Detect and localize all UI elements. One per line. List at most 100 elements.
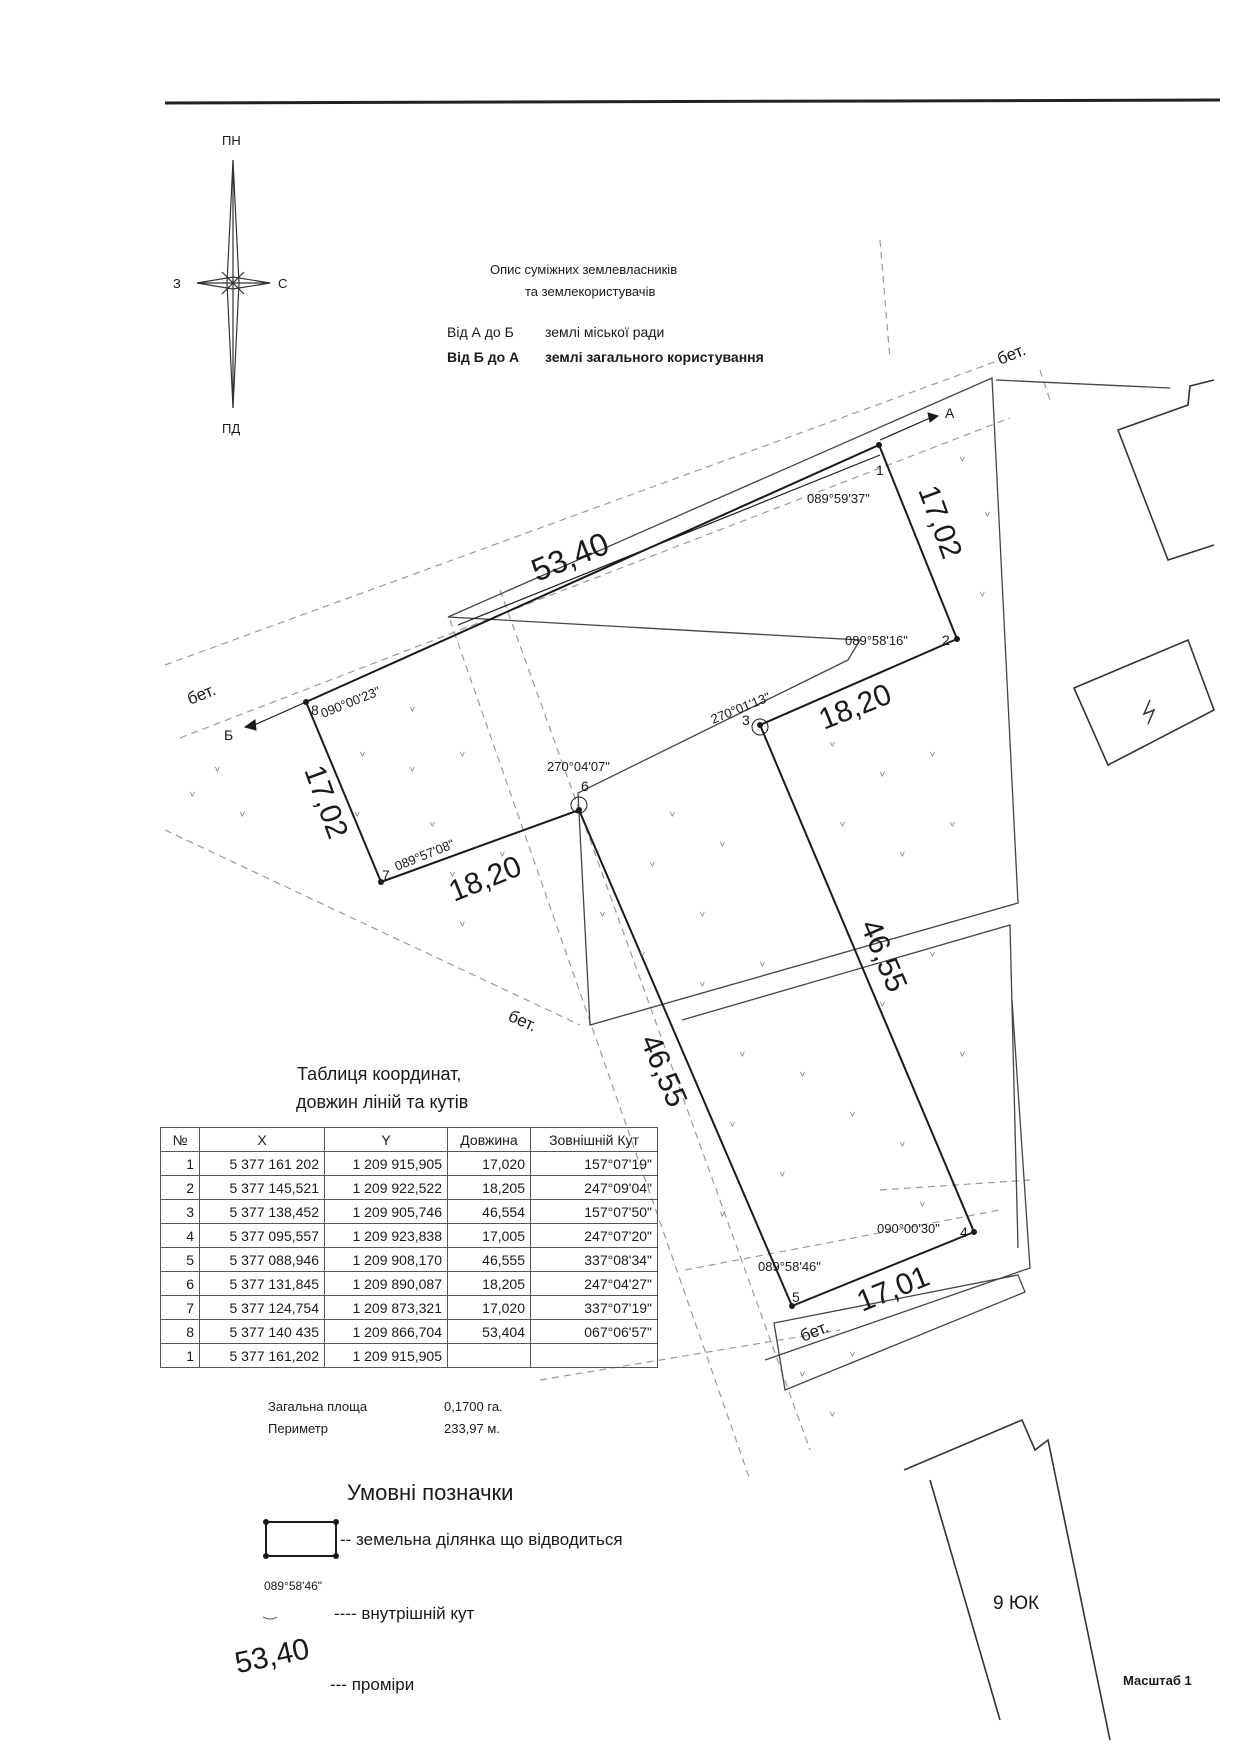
- cell: 247°09'04": [530, 1175, 658, 1200]
- cell: 337°08'34": [530, 1247, 658, 1272]
- angle-label: 090°00'30": [877, 1221, 940, 1236]
- compass-west: З: [173, 276, 181, 291]
- svg-text:ⱽ: ⱽ: [850, 1351, 855, 1363]
- point-number: 7: [382, 867, 390, 883]
- svg-text:ⱽ: ⱽ: [780, 1171, 785, 1183]
- svg-text:ⱽ: ⱽ: [700, 911, 705, 923]
- svg-text:ⱽ: ⱽ: [600, 911, 605, 923]
- svg-text:ⱽ: ⱽ: [460, 751, 465, 763]
- col-header: Довжина: [447, 1127, 531, 1152]
- svg-text:ⱽ: ⱽ: [900, 851, 905, 863]
- svg-text:ⱽ: ⱽ: [830, 741, 835, 753]
- vertex-markers: [570, 718, 769, 814]
- dimension-label: 18,20: [444, 850, 526, 909]
- cell: 4: [160, 1223, 200, 1248]
- angle-label: 090°00'23": [319, 683, 383, 721]
- svg-text:ⱽ: ⱽ: [930, 751, 935, 763]
- compass-rose-icon: [196, 159, 271, 409]
- cell: 46,554: [447, 1199, 531, 1224]
- cell: 17,020: [447, 1151, 531, 1176]
- cell: 1 209 923,838: [324, 1223, 448, 1248]
- table-row: 7 5 377 124,754 1 209 873,321 17,020 337…: [160, 1295, 658, 1320]
- cell: 337°07'19": [530, 1295, 658, 1320]
- svg-text:ⱽ: ⱽ: [985, 511, 990, 523]
- perimeter-label: Периметр: [268, 1421, 328, 1436]
- point-arrows: [243, 412, 940, 731]
- table-row: 5 5 377 088,946 1 209 908,170 46,555 337…: [160, 1247, 658, 1272]
- adjacent-title-2: та землекористувачів: [525, 284, 655, 299]
- svg-text:ⱽ: ⱽ: [240, 811, 245, 823]
- cell: 1: [160, 1343, 200, 1368]
- cell: 5: [160, 1247, 200, 1272]
- svg-text:ⱽ: ⱽ: [920, 1201, 925, 1213]
- svg-text:ⱽ: ⱽ: [215, 766, 220, 778]
- cell: 17,020: [447, 1295, 531, 1320]
- cell: [447, 1343, 531, 1368]
- table-header-row: № X Y Довжина Зовнішній Кут: [160, 1127, 658, 1152]
- cell: 5 377 140 435: [199, 1319, 325, 1344]
- cell: 46,555: [447, 1247, 531, 1272]
- point-b-label: Б: [224, 727, 233, 743]
- point-number: 5: [792, 1289, 800, 1305]
- cell: 247°04'27": [530, 1271, 658, 1296]
- svg-text:ⱽ: ⱽ: [500, 851, 505, 863]
- perimeter-value: 233,97 м.: [444, 1421, 500, 1436]
- svg-text:ⱽ: ⱽ: [880, 1001, 885, 1013]
- cell: 067°06'57": [530, 1319, 658, 1344]
- svg-text:ⱽ: ⱽ: [730, 1121, 735, 1133]
- svg-text:ⱽ: ⱽ: [700, 981, 705, 993]
- adjacent-title-1: Опис суміжних землевласників: [490, 262, 677, 277]
- svg-text:ⱽ: ⱽ: [800, 1371, 805, 1383]
- col-header: Зовнішній Кут: [530, 1127, 658, 1152]
- svg-text:ⱽ: ⱽ: [870, 931, 875, 943]
- dimension-label: 17,02: [911, 481, 968, 563]
- svg-text:ⱽ: ⱽ: [930, 951, 935, 963]
- cell: 5 377 124,754: [199, 1295, 325, 1320]
- svg-text:ⱽ: ⱽ: [670, 811, 675, 823]
- neighbour-buildings: [903, 379, 1215, 1741]
- svg-text:ⱽ: ⱽ: [460, 921, 465, 933]
- dimension-label: 18,20: [814, 678, 896, 737]
- svg-text:ⱽ: ⱽ: [410, 706, 415, 718]
- parcel-vertices: [303, 442, 977, 1309]
- cell: 1 209 908,170: [324, 1247, 448, 1272]
- cell: 18,205: [447, 1175, 531, 1200]
- scale-label: Масштаб 1: [1123, 1673, 1192, 1688]
- compass-east: С: [278, 276, 287, 291]
- legend-parcel-vertices: [263, 1519, 339, 1559]
- angle-label: 270°01'13": [709, 689, 773, 727]
- cell: 17,005: [447, 1223, 531, 1248]
- cell: 5 377 145,521: [199, 1175, 325, 1200]
- cell: 1 209 873,321: [324, 1295, 448, 1320]
- cell: 1 209 866,704: [324, 1319, 448, 1344]
- svg-text:ⱽ: ⱽ: [830, 1411, 835, 1423]
- adjacent-row2-desc: землі загального користування: [545, 349, 764, 365]
- adjacent-row1-from: Від А до Б: [447, 324, 514, 340]
- svg-text:ⱽ: ⱽ: [850, 1111, 855, 1123]
- point-number: 2: [942, 632, 950, 648]
- legend-angle-sample: 089°58'46": [264, 1579, 323, 1593]
- cell: 157°07'19": [530, 1151, 658, 1176]
- col-header: Y: [324, 1127, 448, 1152]
- point-number: 6: [581, 778, 589, 794]
- col-header: X: [199, 1127, 325, 1152]
- angle-label: 089°58'46": [758, 1259, 821, 1274]
- point-a-label: А: [945, 405, 955, 421]
- svg-text:ⱽ: ⱽ: [355, 811, 360, 823]
- cell: 5 377 095,557: [199, 1223, 325, 1248]
- table-row: 1 5 377 161,202 1 209 915,905: [160, 1343, 658, 1368]
- table-row: 3 5 377 138,452 1 209 905,746 46,554 157…: [160, 1199, 658, 1224]
- cell: 1 209 905,746: [324, 1199, 448, 1224]
- cell: 5 377 138,452: [199, 1199, 325, 1224]
- road-label-2: бет.: [184, 680, 218, 709]
- svg-text:ⱽ: ⱽ: [950, 821, 955, 833]
- svg-text:ⱽ: ⱽ: [900, 1141, 905, 1153]
- cell: 1: [160, 1151, 200, 1176]
- svg-text:ⱽ: ⱽ: [960, 1051, 965, 1063]
- dimension-label: 46,55: [634, 1030, 694, 1112]
- cell: 7: [160, 1295, 200, 1320]
- cell: 5 377 088,946: [199, 1247, 325, 1272]
- legend-item-angle: ---- внутрішній кут: [334, 1604, 475, 1623]
